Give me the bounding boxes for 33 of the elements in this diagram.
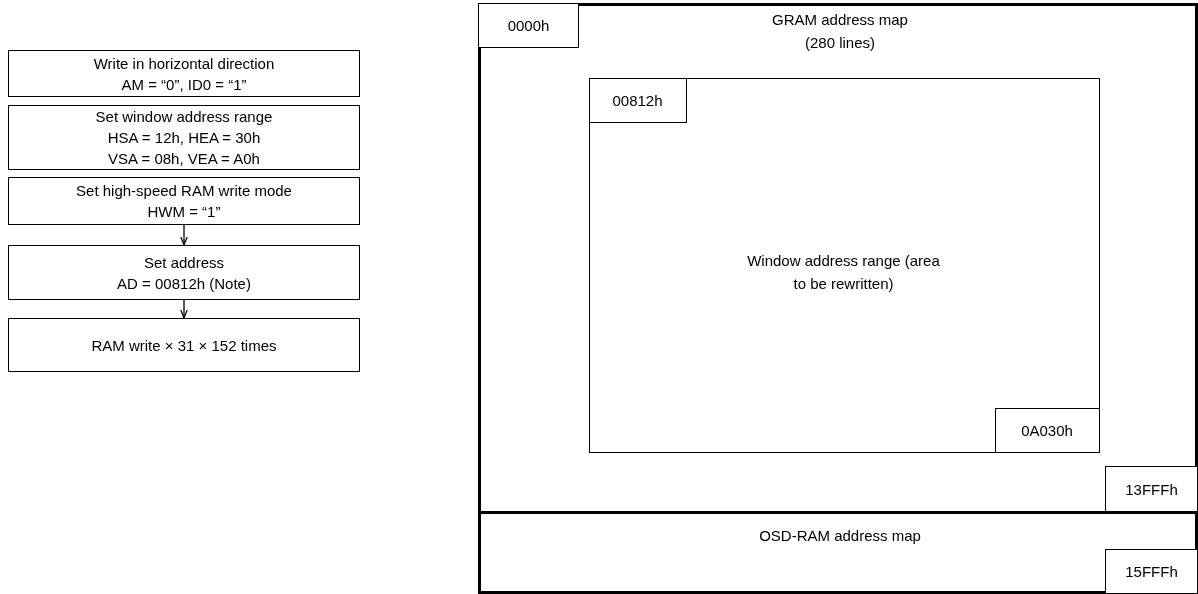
area-label: GRAM address map (280 lines): [771, 10, 909, 53]
step-text: Set window address range: [95, 107, 273, 127]
address-tag: [994, 407, 1100, 453]
window-area: [589, 78, 1100, 453]
step-text: HSA = 12h, HEA = 30h: [107, 128, 261, 148]
address-label: 15FFFh: [1125, 563, 1178, 580]
step-text: VSA = 08h, VEA = A0h: [108, 149, 260, 169]
process-box: [8, 50, 360, 97]
address-label: 13FFFh: [1125, 480, 1178, 498]
memory-map-area: [478, 3, 1198, 514]
step-text: RAM write × 31 × 152 times: [91, 335, 277, 356]
arrow: [180, 224, 188, 246]
memory-map-area: [478, 511, 1198, 594]
step-text: AM = “0”, ID0 = “1”: [121, 74, 247, 95]
address-tag: [1105, 466, 1198, 512]
step-text: Write in horizontal direction: [93, 53, 275, 74]
step-text: Set address: [143, 252, 224, 273]
process-box: [8, 245, 360, 300]
step-text: HWM = “1”: [147, 202, 221, 222]
process-box: [8, 105, 360, 170]
arrow: [180, 299, 188, 319]
process-box: [8, 177, 360, 225]
address-label: 0000h: [507, 17, 550, 34]
step-text: AD = 00812h (Note): [117, 273, 251, 294]
address-tag: [1105, 549, 1198, 594]
area-label: Window address range (area to be rewritten): [746, 250, 941, 294]
address-tag: [478, 3, 579, 48]
address-tag: [588, 77, 687, 123]
step-text: Set high-speed RAM write mode: [76, 181, 292, 201]
process-box: [8, 318, 360, 372]
address-label: 00812h: [612, 91, 663, 109]
address-label: 0A030h: [1021, 421, 1073, 439]
area-label: OSD-RAM address map: [758, 526, 922, 546]
